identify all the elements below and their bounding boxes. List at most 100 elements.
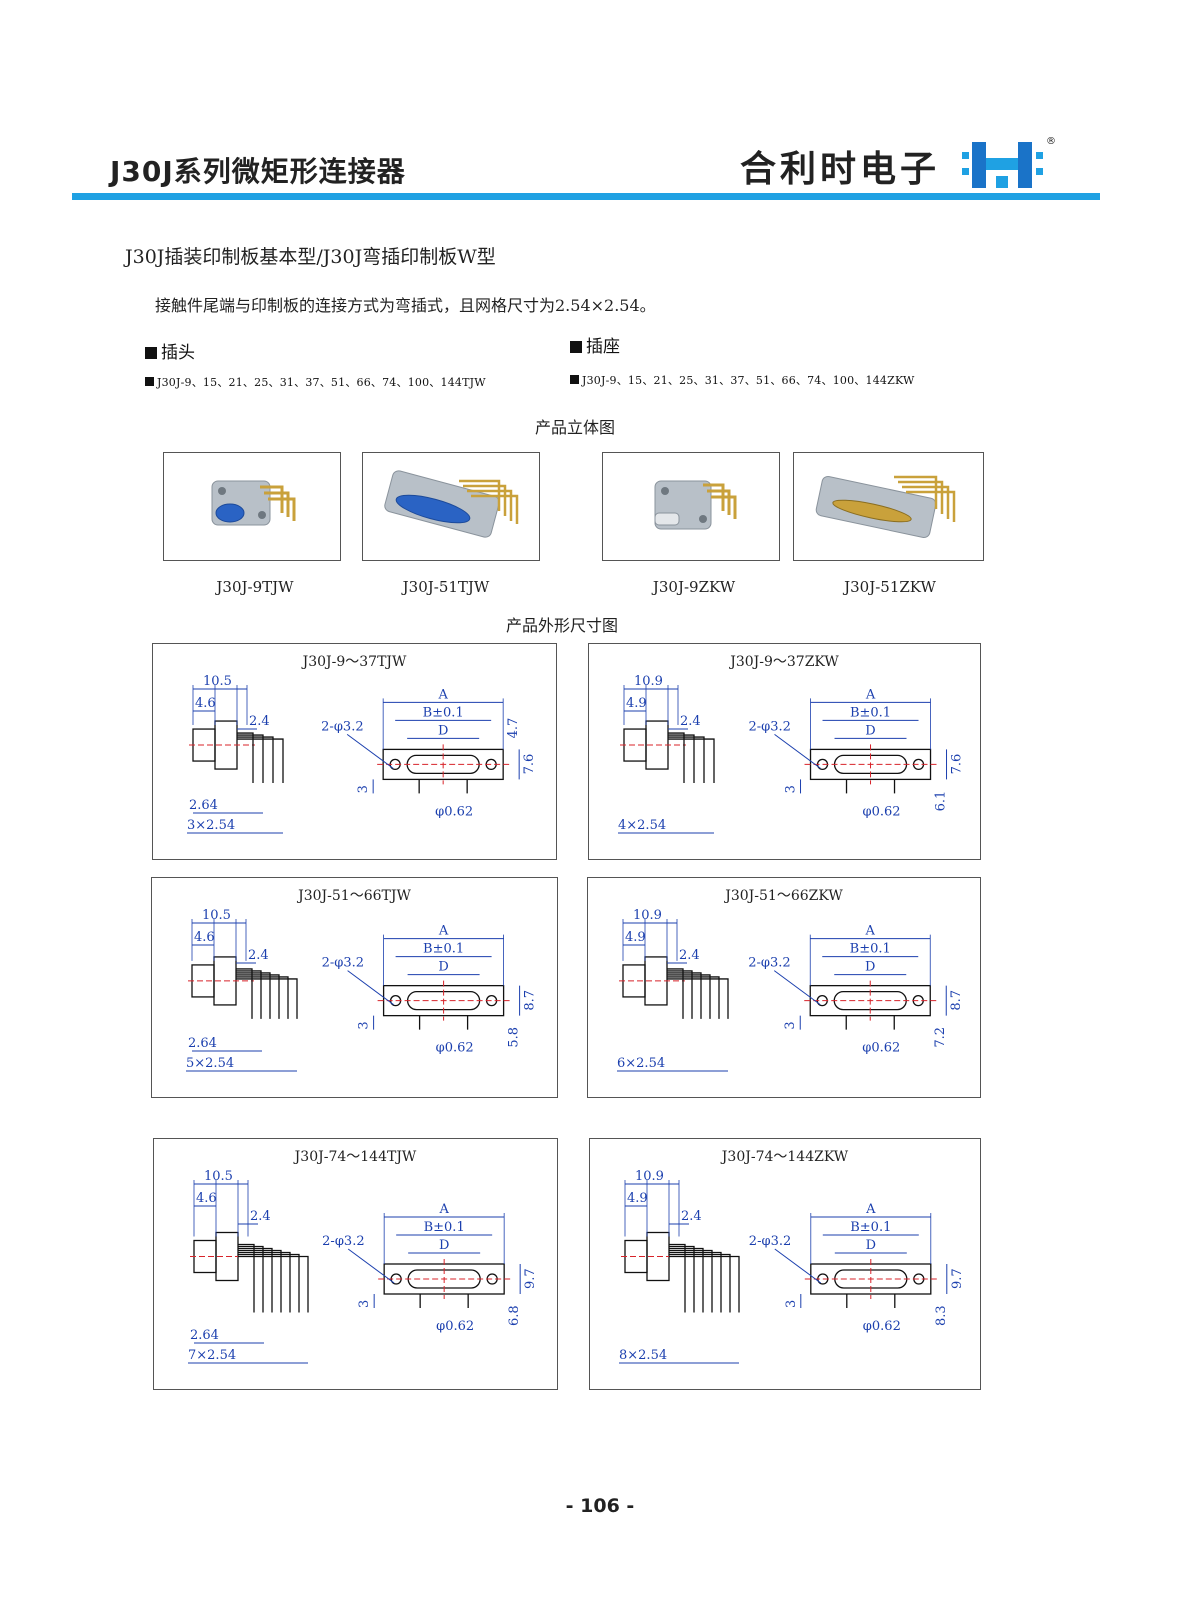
connector-plug-small-image — [211, 480, 296, 526]
dim-label-tail: 2.4 — [680, 714, 701, 729]
plug-heading: 插头 — [145, 338, 195, 363]
contact-pin — [667, 968, 684, 1019]
page-number: - 106 - — [565, 1495, 635, 1517]
dim-label-b: B±0.1 — [423, 942, 464, 957]
dim-label-hole: 2-φ3.2 — [321, 719, 363, 734]
connector-plug-large-image — [384, 470, 519, 538]
contact-pin — [238, 1249, 282, 1313]
contact-pin — [238, 1251, 291, 1313]
connector-socket-small-image — [654, 480, 737, 530]
dimension-drawing: J30J-51～66ZKW10.94.92.46×2.54AB±0.1D2-φ3… — [617, 888, 964, 1072]
dim-label-height-pin: 7.2 — [933, 1027, 948, 1048]
leader-line — [346, 733, 394, 769]
contact-pin — [669, 1253, 731, 1313]
square-bullet-icon — [570, 341, 582, 353]
dim-label-hole: 2-φ3.2 — [749, 719, 791, 734]
dim-label-a: A — [865, 1202, 876, 1217]
contact-pin — [667, 976, 720, 1019]
header-rule — [72, 193, 1100, 200]
contact-pin — [236, 974, 280, 1019]
dim-label-height-pin: 6.8 — [507, 1305, 522, 1326]
dim-label-height: 9.7 — [950, 1268, 965, 1289]
product-photo-9tjw — [163, 452, 341, 561]
dim-label-height-pin: 8.3 — [934, 1305, 949, 1326]
dim-label-pitch: 4×2.54 — [618, 818, 666, 833]
contact-pin — [669, 1255, 740, 1313]
dim-label-d: D — [439, 1238, 449, 1253]
contact-pin — [669, 1247, 704, 1313]
plug-model-list: J30J-9、15、21、25、31、37、51、66、74、100、144TJ… — [145, 374, 486, 390]
dim-label-height-pin: 5.8 — [507, 1027, 522, 1048]
contact-pin — [667, 972, 702, 1019]
dim-label-a: A — [865, 687, 876, 702]
contact-pin — [236, 978, 298, 1019]
dim-label-overall: 10.9 — [633, 908, 662, 923]
dim-label-pitch: 8×2.54 — [619, 1348, 667, 1363]
product-photo-9zkw — [602, 452, 780, 561]
dim-label-tail: 2.4 — [248, 948, 269, 963]
dim-label-hole: 2-φ3.2 — [748, 956, 790, 971]
dim-label-body: 4.6 — [196, 1191, 217, 1206]
leader-line — [347, 1248, 395, 1284]
dimension-drawing: J30J-74～144TJW10.54.62.42.647×2.54AB±0.1… — [188, 1149, 538, 1364]
dim-label-pin-dia: φ0.62 — [436, 1041, 474, 1056]
contact-pin — [668, 732, 685, 784]
dim-label-body: 4.9 — [627, 1191, 648, 1206]
dim-label-height: 7.6 — [522, 754, 537, 775]
dim-label-row: 2.64 — [190, 1328, 219, 1343]
dim-label-a: A — [865, 924, 876, 939]
contact-pin — [238, 1253, 300, 1313]
dim-label-row: 2.64 — [188, 1036, 217, 1051]
panel-title: J30J-9～37TJW — [301, 654, 407, 670]
panel-title: J30J-74～144ZKW — [720, 1149, 849, 1165]
dim-label-height-top: 4.7 — [506, 718, 521, 739]
dim-label-d: D — [865, 960, 875, 975]
leader-line — [773, 970, 821, 1006]
dimension-drawing: J30J-9～37TJW10.54.62.42.643×2.54AB±0.1D2… — [187, 654, 537, 834]
contact-pin — [236, 968, 253, 1019]
dim-label-pin-dia: φ0.62 — [863, 804, 901, 819]
dim-label-pin-dia: φ0.62 — [862, 1041, 900, 1056]
contact-pin — [669, 1251, 722, 1313]
dim-label-b: B±0.1 — [423, 705, 464, 720]
contact-pin — [236, 972, 271, 1019]
dims-heading: 产品外形尺寸图 — [505, 616, 618, 635]
dim-label-pin-len: 3 — [356, 785, 371, 793]
contact-pin — [238, 1243, 255, 1313]
photo-caption: J30J-51ZKW — [844, 578, 936, 596]
dim-label-row: 2.64 — [189, 798, 218, 813]
dim-label-b: B±0.1 — [850, 942, 891, 957]
connector-socket-large-image — [815, 475, 956, 539]
square-bullet-icon — [145, 377, 154, 386]
dim-label-tail: 2.4 — [249, 714, 270, 729]
dim-label-d: D — [438, 960, 448, 975]
dim-label-tail: 2.4 — [679, 948, 700, 963]
contact-pin — [667, 978, 729, 1019]
company-name: 合利时电子 — [740, 149, 941, 190]
contact-pin — [669, 1243, 686, 1313]
contact-pin — [667, 974, 711, 1019]
dim-label-body: 4.9 — [625, 930, 646, 945]
contact-pin — [668, 734, 695, 784]
contact-pin — [237, 734, 264, 784]
contact-pin — [668, 736, 705, 784]
square-bullet-icon — [570, 375, 579, 384]
dim-label-overall: 10.5 — [202, 908, 231, 923]
dim-label-height: 8.7 — [949, 990, 964, 1011]
company-logo-icon: ® — [962, 136, 1056, 188]
series-title: J30J系列微矩形连接器 — [110, 155, 406, 188]
dim-label-pin-len: 3 — [357, 1300, 372, 1308]
contact-pin — [236, 970, 262, 1019]
dim-label-b: B±0.1 — [850, 1220, 891, 1235]
dim-label-height-pin: 6.1 — [934, 791, 949, 812]
contact-pin — [668, 738, 715, 784]
dimension-drawing: J30J-74～144ZKW10.94.92.48×2.54AB±0.1D2-φ… — [619, 1149, 965, 1364]
contact-pin — [238, 1247, 273, 1313]
dim-label-a: A — [438, 1202, 449, 1217]
dim-label-d: D — [866, 1238, 876, 1253]
photo-caption: J30J-51TJW — [402, 578, 490, 596]
dim-label-pin-len: 3 — [783, 1021, 798, 1029]
